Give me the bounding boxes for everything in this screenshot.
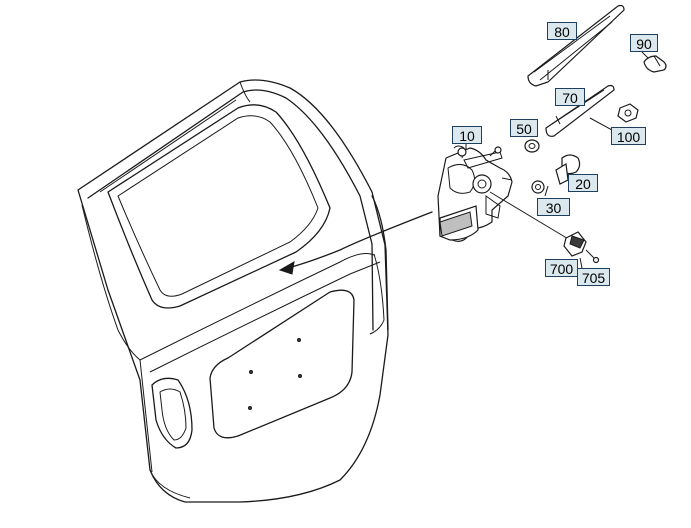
bolt-20 [555,154,581,185]
callout-30[interactable]: 30 [537,198,570,216]
cap [643,55,667,73]
callout-705[interactable]: 705 [577,268,610,286]
callout-70[interactable]: 70 [555,88,585,106]
right-tail-light-edge [369,253,385,335]
tailgate [77,79,389,503]
pin-705 [585,249,600,264]
wiper-blade [545,84,615,137]
wiper-arm [527,4,625,87]
callout-700[interactable]: 700 [545,259,578,277]
nut-100 [617,103,639,123]
callout-80[interactable]: 80 [547,22,577,40]
wiper-motor [437,145,513,242]
license-plate-recess [209,289,355,439]
callout-50[interactable]: 50 [510,119,538,137]
assembly-arrow [278,211,433,275]
callout-20[interactable]: 20 [568,174,598,192]
leader-lines [465,49,649,269]
callout-100[interactable]: 100 [611,127,646,145]
rear-window [99,99,331,309]
left-tail-light-recess [151,377,193,449]
connector-700 [563,231,587,257]
callout-10[interactable]: 10 [452,126,482,144]
washer-30 [531,180,545,194]
callout-90[interactable]: 90 [630,34,658,52]
washer-50 [524,139,540,153]
